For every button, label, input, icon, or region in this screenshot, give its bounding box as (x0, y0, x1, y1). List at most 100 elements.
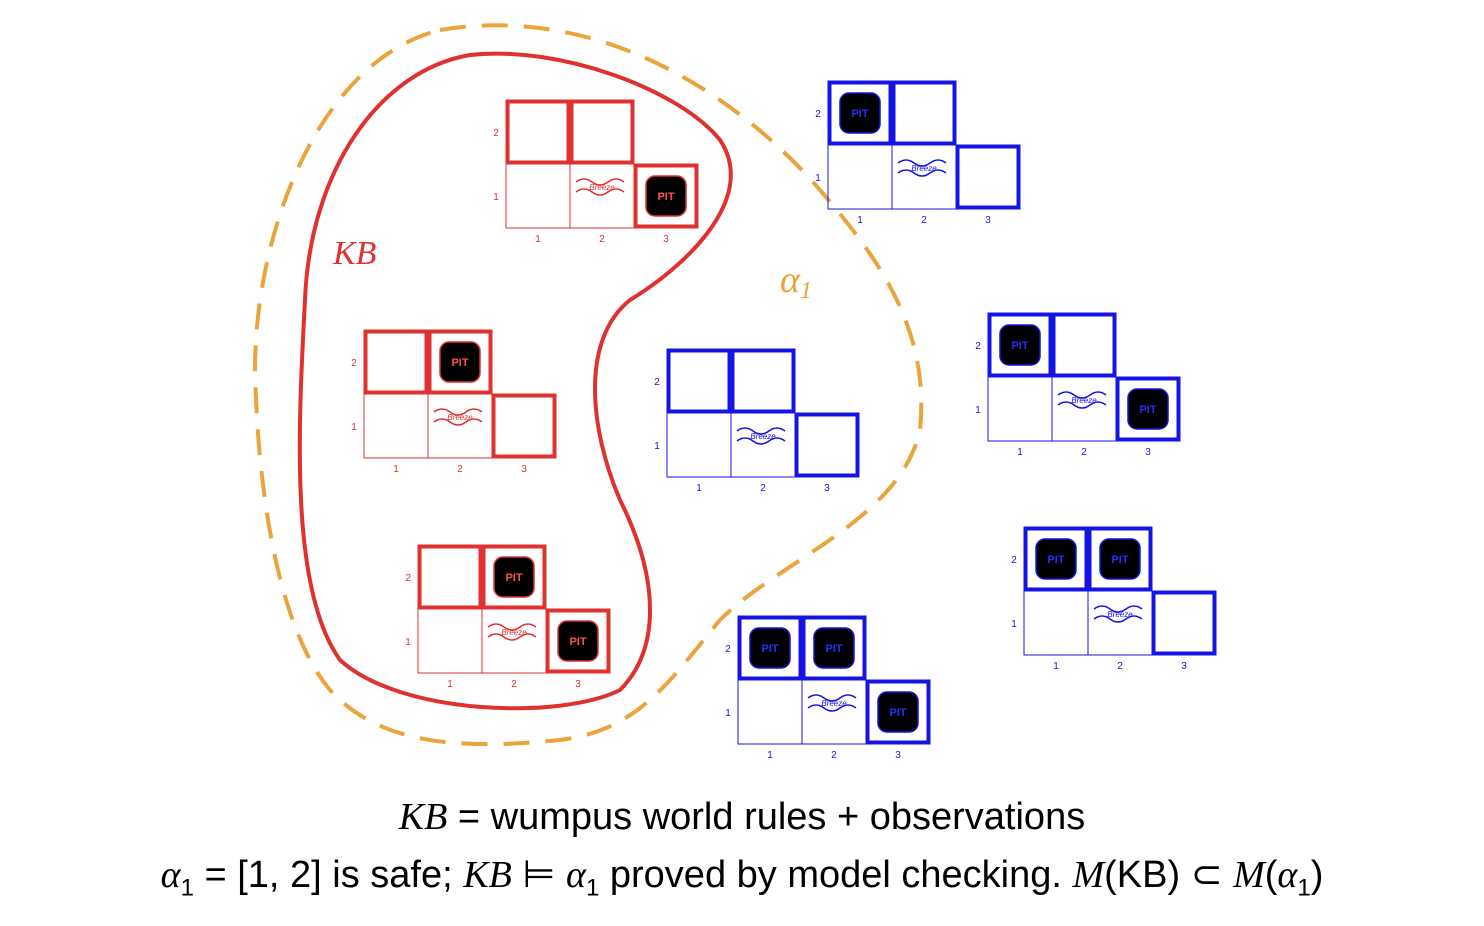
pit-label: PIT (451, 357, 468, 369)
frontier-cell-1-2 (505, 99, 571, 165)
kb-region-label: KB (332, 235, 377, 272)
cell-2-1 (481, 608, 547, 674)
caption-entails: ⊨ (511, 854, 567, 896)
pit-icon (439, 341, 481, 383)
breeze-label: Breeze (501, 628, 527, 637)
caption-kb: KB (398, 796, 448, 838)
cell-1-1 (987, 376, 1053, 442)
frontier-cell-1-2 (363, 329, 429, 395)
row-label: 1 (654, 441, 660, 452)
pit-label: PIT (889, 707, 906, 719)
row-label: 1 (725, 708, 731, 719)
caption-alpha-2: α (566, 854, 586, 896)
col-label: 2 (511, 679, 517, 690)
caption-alpha-3: α (1277, 854, 1298, 896)
cell-1-1 (737, 679, 803, 745)
col-label: 2 (1117, 661, 1123, 672)
pit-icon (1099, 538, 1141, 580)
pit-icon (749, 627, 791, 669)
row-label: 1 (1011, 619, 1017, 630)
frontier-cell-1-2 (666, 348, 732, 414)
pit-label: PIT (761, 643, 778, 655)
frontier-cell-1-2 (987, 312, 1053, 378)
alpha1-region-label: α1 (780, 259, 812, 304)
row-label: 1 (815, 173, 821, 184)
col-label: 2 (831, 750, 837, 761)
cell-2-1 (730, 412, 796, 478)
breeze-icon (1057, 391, 1107, 409)
col-label: 1 (447, 679, 453, 690)
col-label: 2 (921, 215, 927, 226)
frontier-cell-1-2 (1023, 526, 1089, 592)
row-label: 2 (405, 573, 411, 584)
row-label: 2 (493, 128, 499, 139)
col-label: 3 (1145, 447, 1151, 458)
frontier-cell-1-2 (737, 615, 803, 681)
pit-label: PIT (505, 572, 522, 584)
pit-label: PIT (1011, 340, 1028, 352)
frontier-cell-1-2 (827, 80, 893, 146)
cell-1-1 (666, 412, 732, 478)
row-label: 2 (725, 644, 731, 655)
frontier-cell-2-2 (801, 615, 867, 681)
pit-label: PIT (569, 636, 586, 648)
breeze-icon (487, 623, 537, 641)
cell-2-1 (569, 163, 635, 229)
caption-kb-paren: (KB) ⊂ (1104, 854, 1234, 896)
col-label: 3 (985, 215, 991, 226)
frontier-cell-2-2 (427, 329, 493, 395)
breeze-label: Breeze (821, 699, 847, 708)
col-label: 3 (663, 234, 669, 245)
breeze-icon (1093, 605, 1143, 623)
cell-2-1 (1087, 590, 1153, 656)
pit-icon (813, 627, 855, 669)
pit-label: PIT (1047, 554, 1064, 566)
pit-icon (839, 92, 881, 134)
cell-2-1 (891, 144, 957, 210)
frontier-cell-3-1 (955, 144, 1021, 210)
col-label: 2 (760, 483, 766, 494)
frontier-cell-2-2 (481, 544, 547, 610)
breeze-label: Breeze (447, 413, 473, 422)
caption-close: ) (1310, 854, 1324, 896)
caption-alpha-sub: 1 (180, 874, 194, 902)
caption-alpha-sub-3: 1 (1297, 874, 1311, 902)
col-label: 1 (393, 464, 399, 475)
caption-alpha: α (160, 854, 181, 896)
col-label: 2 (457, 464, 463, 475)
frontier-cell-3-1 (491, 393, 557, 459)
row-label: 1 (405, 637, 411, 648)
pit-icon (877, 691, 919, 733)
caption-kb-definition: = wumpus world rules + observations (447, 796, 1086, 838)
alpha1-region-boundary (252, 23, 924, 747)
frontier-cell-3-1 (633, 163, 699, 229)
caption-m-2: M (1233, 854, 1265, 896)
alpha1-subscript: 1 (800, 278, 812, 304)
col-label: 3 (575, 679, 581, 690)
pit-icon (557, 620, 599, 662)
frontier-cell-2-2 (730, 348, 796, 414)
caption-line-1: KB = wumpus world rules + observations (0, 795, 1484, 839)
row-label: 1 (493, 192, 499, 203)
frontier-cell-2-2 (1051, 312, 1117, 378)
alpha1-symbol: α (780, 259, 801, 301)
col-label: 3 (521, 464, 527, 475)
frontier-cell-2-2 (569, 99, 635, 165)
frontier-cell-3-1 (1151, 590, 1217, 656)
cell-1-1 (417, 608, 483, 674)
col-label: 3 (824, 483, 830, 494)
caption-m-1: M (1072, 854, 1105, 896)
row-label: 2 (975, 341, 981, 352)
pit-label: PIT (1139, 404, 1156, 416)
breeze-icon (736, 427, 786, 445)
row-label: 2 (351, 358, 357, 369)
